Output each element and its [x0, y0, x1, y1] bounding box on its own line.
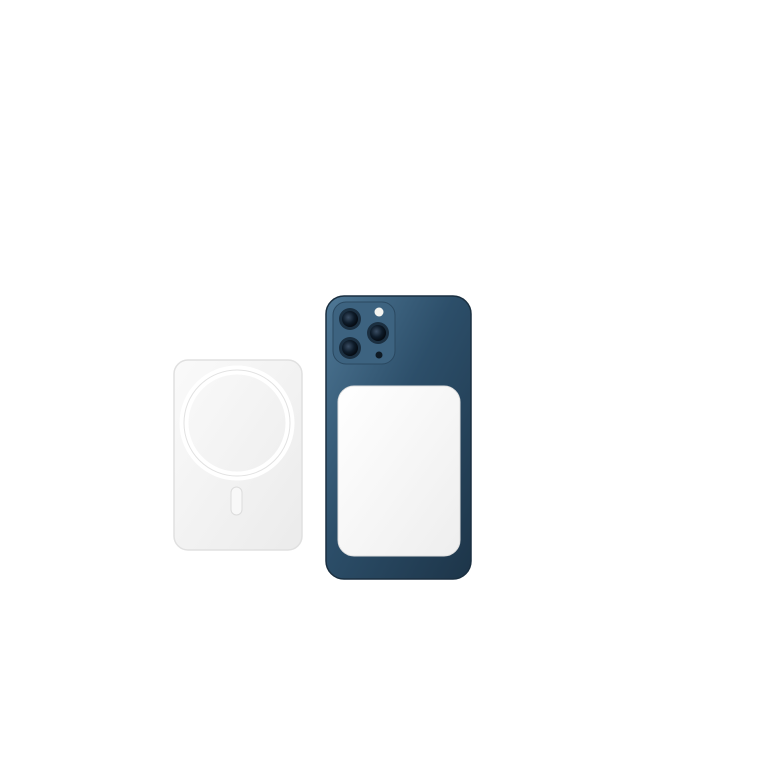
- flash-icon: [374, 307, 384, 317]
- power-bank-attached: [337, 385, 461, 557]
- alignment-slot-icon: [230, 486, 243, 516]
- power-bank-front: [173, 359, 303, 551]
- magsafe-ring-outline: [183, 369, 291, 477]
- battery-pack-icon: [337, 385, 461, 557]
- lidar-sensor-icon: [375, 351, 383, 359]
- power-bank-body: [173, 359, 303, 551]
